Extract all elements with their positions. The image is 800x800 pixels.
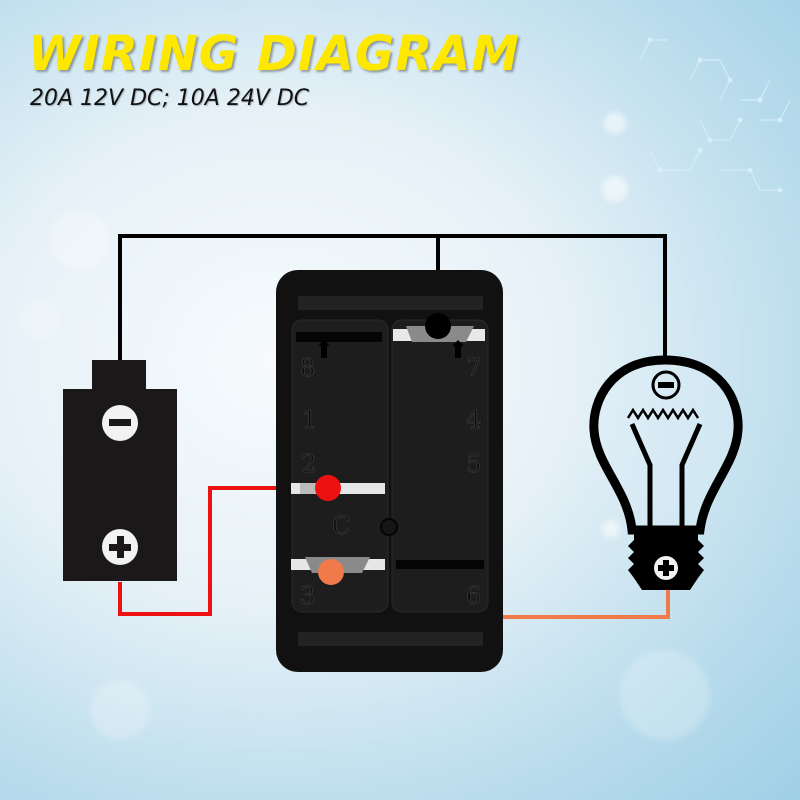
pin-label-center: C: [332, 512, 350, 540]
connection-dot-pin2: [315, 475, 341, 501]
pin-label-8: 8: [300, 354, 315, 382]
wire-black: [118, 234, 667, 360]
rating-subtitle: 20A 12V DC; 10A 24V DC: [30, 86, 310, 111]
bokeh-light: [602, 520, 620, 538]
pin-label-6: 6: [466, 582, 481, 610]
bokeh-light: [602, 176, 628, 202]
bokeh-light: [604, 112, 626, 134]
battery-negative-terminal: [102, 405, 138, 441]
diagram-title: WIRING DIAGRAM: [28, 26, 521, 82]
bokeh-light: [90, 680, 150, 740]
pin-label-5: 5: [466, 450, 481, 478]
pin-label-3: 3: [300, 582, 315, 610]
connection-dot-pin3: [318, 559, 344, 585]
connection-dot-pin7: [425, 313, 451, 339]
arrow-up-icon: [318, 340, 330, 358]
bokeh-light: [620, 650, 710, 740]
pin-label-4: 4: [466, 406, 481, 434]
battery: [63, 360, 177, 581]
bokeh-light: [50, 210, 110, 270]
pin-label-1: 1: [302, 406, 317, 434]
light-bulb: [589, 355, 743, 590]
hex-network-pattern: [639, 37, 791, 193]
wire-red: [118, 486, 328, 616]
arrow-up-icon: [452, 340, 464, 358]
bulb-negative-terminal: [651, 370, 681, 400]
rocker-switch: 8 1 2 3 7 4 5 6 C: [276, 270, 503, 672]
filament: [626, 407, 700, 421]
bulb-positive-terminal: [654, 556, 678, 580]
center-hole: [380, 518, 398, 536]
pin-label-2: 2: [301, 450, 316, 478]
bokeh-light: [20, 300, 60, 340]
pin-label-7: 7: [466, 354, 481, 382]
battery-positive-terminal: [102, 529, 138, 565]
